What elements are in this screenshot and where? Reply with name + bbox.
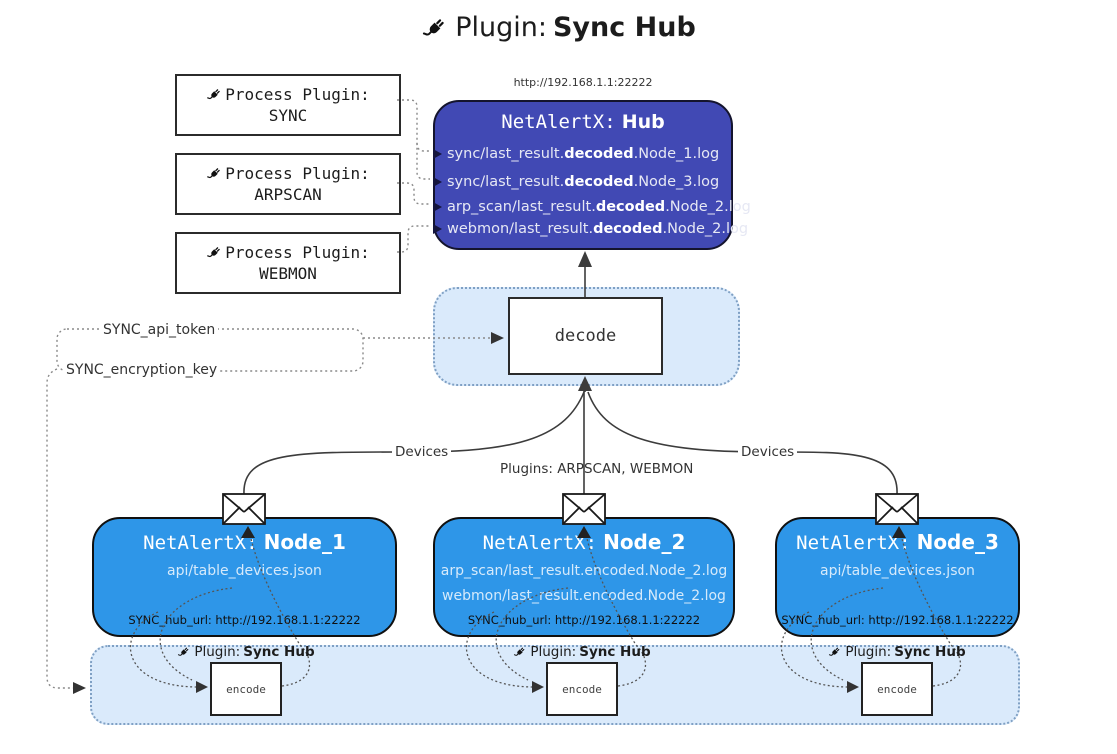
- node-file: api/table_devices.json: [167, 563, 322, 579]
- node-hub-url: SYNC_hub_url: http://192.168.1.1:22222: [781, 613, 1014, 627]
- plug-icon: [828, 645, 842, 659]
- plug-icon: [421, 14, 449, 42]
- process-plugin-label: Process Plugin:: [225, 243, 370, 262]
- node-title: NetAlertX: Node_2: [482, 530, 686, 554]
- process-plugin-box-webmon: Process Plugin: WEBMON: [175, 232, 401, 294]
- encode-box: encode: [546, 662, 618, 716]
- process-plugin-box-arpscan: Process Plugin: ARPSCAN: [175, 153, 401, 215]
- arrow-right-icon: [433, 202, 442, 212]
- process-plugin-box-sync: Process Plugin: SYNC: [175, 74, 401, 136]
- setting-sync-encryption-key: SYNC_encryption_key: [63, 362, 221, 378]
- edge-label-devices-left: Devices: [392, 444, 452, 460]
- plug-icon: [206, 165, 223, 182]
- node-files: arp_scan/last_result.encoded.Node_2.log …: [435, 563, 733, 604]
- hub-log-item: sync/last_result.decoded.Node_3.log: [433, 173, 731, 191]
- process-plugin-label: Process Plugin:: [225, 164, 370, 183]
- edge-devices-left: [243, 391, 585, 495]
- node-files: api/table_devices.json: [777, 563, 1018, 579]
- process-plugin-label: Process Plugin:: [225, 85, 370, 104]
- edge-devices-right: [587, 391, 898, 495]
- hub-box: NetAlertX: Hub sync/last_result.decoded.…: [433, 100, 751, 250]
- encode-box: encode: [210, 662, 282, 716]
- title-name: Sync Hub: [552, 12, 696, 43]
- hub-log-item: sync/last_result.decoded.Node_1.log: [433, 145, 731, 163]
- arrow-right-icon: [73, 682, 86, 694]
- node-title: NetAlertX: Node_3: [796, 530, 999, 554]
- hub-title-name: Hub: [621, 111, 665, 133]
- plug-icon: [513, 645, 527, 659]
- encoder-label: Plugin: Sync Hub: [807, 644, 987, 660]
- node-file: api/table_devices.json: [820, 563, 975, 579]
- encoder-label: Plugin: Sync Hub: [492, 644, 672, 660]
- arrow-up-icon: [578, 251, 592, 267]
- hub-title-prefix: NetAlertX:: [501, 111, 616, 133]
- title-prefix: Plugin:: [455, 12, 547, 43]
- process-plugin-name: ARPSCAN: [254, 185, 322, 204]
- edge-label-plugins: Plugins: ARPSCAN, WEBMON: [500, 461, 694, 477]
- hub-log-item: arp_scan/last_result.decoded.Node_2.log: [433, 198, 751, 216]
- node-box-node1: NetAlertX: Node_1 api/table_devices.json…: [92, 517, 397, 637]
- hub-log-item: webmon/last_result.decoded.Node_2.log: [433, 220, 748, 238]
- node-file: webmon/last_result.encoded.Node_2.log: [442, 588, 726, 604]
- process-plugin-name: SYNC: [268, 106, 308, 125]
- page-title: Plugin: Sync Hub: [0, 12, 1117, 43]
- edge-label-devices-right: Devices: [738, 444, 798, 460]
- node-files: api/table_devices.json: [94, 563, 395, 579]
- node-hub-url: SYNC_hub_url: http://192.168.1.1:22222: [128, 613, 361, 627]
- decode-box: decode: [508, 297, 663, 375]
- encoder-label: Plugin: Sync Hub: [156, 644, 336, 660]
- node-box-node2: NetAlertX: Node_2 arp_scan/last_result.e…: [433, 517, 735, 637]
- arrow-right-icon: [433, 149, 442, 159]
- setting-sync-api-token: SYNC_api_token: [100, 322, 219, 338]
- process-plugin-name: WEBMON: [259, 264, 317, 283]
- node-title: NetAlertX: Node_1: [143, 530, 346, 554]
- arrow-right-icon: [433, 224, 442, 234]
- node-hub-url: SYNC_hub_url: http://192.168.1.1:22222: [467, 613, 701, 627]
- hub-title: NetAlertX: Hub: [435, 111, 731, 133]
- encode-box: encode: [861, 662, 933, 716]
- arrow-right-icon: [433, 177, 442, 187]
- plug-icon: [177, 645, 191, 659]
- hub-url-label: http://192.168.1.1:22222: [513, 76, 653, 89]
- node-box-node3: NetAlertX: Node_3 api/table_devices.json…: [775, 517, 1020, 637]
- plug-icon: [206, 86, 223, 103]
- plug-icon: [206, 244, 223, 261]
- edge-plugins-to-hub: [397, 99, 430, 253]
- node-file: arp_scan/last_result.encoded.Node_2.log: [440, 563, 728, 579]
